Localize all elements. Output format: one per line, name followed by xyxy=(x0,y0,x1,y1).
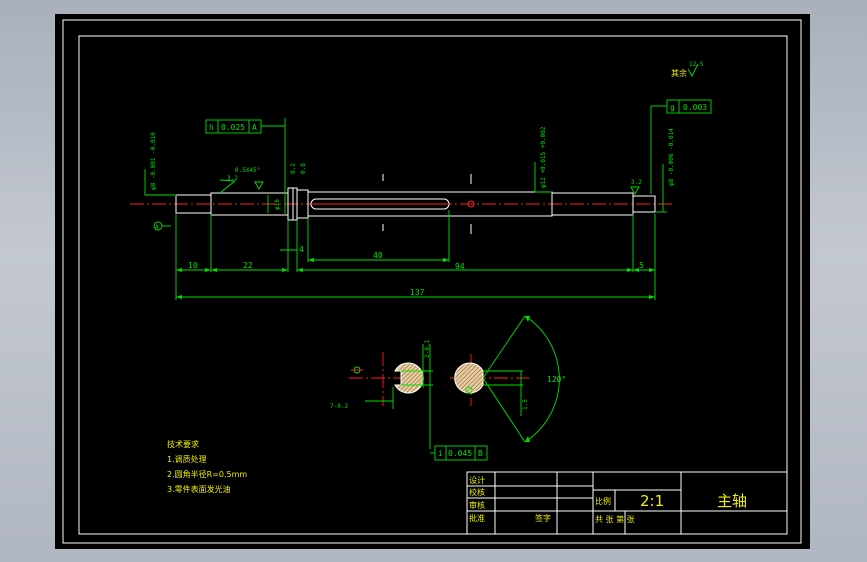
symmetry-value: 0.045 xyxy=(448,449,472,458)
dim-137: 137 xyxy=(410,288,425,297)
tb-row-review: 审核 xyxy=(469,500,485,510)
drawing-canvas: 10 22 4 40 94 5 137 φ16 φ8 -0.001 -0.010… xyxy=(62,19,802,544)
tb-sheet-label: 共 张 第 张 xyxy=(595,514,635,524)
roughness-symbol-shoulder: 0.8 xyxy=(300,163,307,174)
dimension-lines xyxy=(144,147,667,300)
datum-a-marker: A xyxy=(153,221,171,231)
dim-40: 40 xyxy=(373,251,383,260)
cylindricity-tolerance-frame: g 0.003 xyxy=(650,99,712,194)
dim-94: 94 xyxy=(455,262,465,271)
dim-key-depth: 7-0.2 xyxy=(330,403,348,410)
note-item-2: 2.圆角半径R=0.5mm xyxy=(167,469,247,479)
dim-flat-depth: 1.5 xyxy=(522,399,529,410)
tb-scale-label: 比例 xyxy=(595,496,611,506)
dim-5: 5 xyxy=(639,261,644,270)
drawing-sheet[interactable]: 10 22 4 40 94 5 137 φ16 φ8 -0.001 -0.010… xyxy=(55,14,810,549)
svg-text:A: A xyxy=(155,224,159,231)
dim-mid-dia: φ12 +0.015 +0.002 xyxy=(540,126,547,188)
title-block: 设计 校核 审核 批准 签字 比例 2:1 主轴 共 张 第 张 xyxy=(466,471,788,535)
tb-sign-label: 签字 xyxy=(535,513,551,523)
section-view-flat: 1.5 120° xyxy=(450,315,566,443)
section-view-keyway: 2-0.1 7-0.2 xyxy=(330,340,433,449)
symmetry-symbol: i xyxy=(438,449,443,458)
dim-right-dia: φ8 -0.006 -0.014 xyxy=(668,128,675,186)
note-item-1: 1.调质处理 xyxy=(167,454,207,464)
dim-10: 10 xyxy=(188,261,198,270)
dim-key-width: 2-0.1 xyxy=(424,340,431,358)
shaft-middle-section xyxy=(307,191,553,217)
dim-angle: 120° xyxy=(547,375,566,384)
runout-symbol: h xyxy=(209,123,214,132)
dim-left-dia: φ8 -0.001 -0.010 xyxy=(150,132,157,190)
svg-text:0.8: 0.8 xyxy=(300,163,307,174)
roughness-symbol-general: 其余 12.5 xyxy=(671,61,704,78)
tb-scale-value: 2:1 xyxy=(640,492,664,510)
dim-gap: 0.2 xyxy=(290,163,297,174)
inner-border xyxy=(78,35,788,535)
tb-part-name: 主轴 xyxy=(717,492,747,510)
roughness-symbol-right: 3.2 xyxy=(630,179,642,195)
runout-tolerance-frame: h 0.025 A xyxy=(205,118,286,147)
roughness-symbol-left: 3.2 xyxy=(227,175,264,190)
technical-requirements: 技术要求 1.调质处理 2.圆角半径R=0.5mm 3.零件表面发光油 xyxy=(167,439,247,494)
svg-text:3.2: 3.2 xyxy=(227,175,238,182)
runout-datum: A xyxy=(252,123,257,132)
svg-text:3.2: 3.2 xyxy=(631,179,642,186)
dim-22: 22 xyxy=(243,261,253,270)
chamfer-label: 0.5X45° xyxy=(235,167,260,174)
notes-title: 技术要求 xyxy=(167,439,199,449)
roughness-label: 其余 xyxy=(671,68,687,78)
tb-row-design: 设计 xyxy=(469,475,485,485)
symmetry-tolerance-frame: i 0.045 B xyxy=(430,445,488,461)
cylindricity-symbol: g xyxy=(670,103,675,112)
tb-row-approve: 批准 xyxy=(469,513,485,523)
symmetry-datum: B xyxy=(478,449,483,458)
runout-value: 0.025 xyxy=(221,123,245,132)
dim-4: 4 xyxy=(299,245,304,254)
roughness-general-value: 12.5 xyxy=(689,61,704,68)
outer-border xyxy=(62,19,802,544)
cylindricity-value: 0.003 xyxy=(683,103,707,112)
cross-hole xyxy=(467,200,475,208)
shaft-main-view xyxy=(130,174,675,234)
tb-row-check: 校核 xyxy=(469,487,485,497)
dim-shoulder-dia: φ16 xyxy=(274,199,281,210)
note-item-3: 3.零件表面发光油 xyxy=(167,484,231,494)
